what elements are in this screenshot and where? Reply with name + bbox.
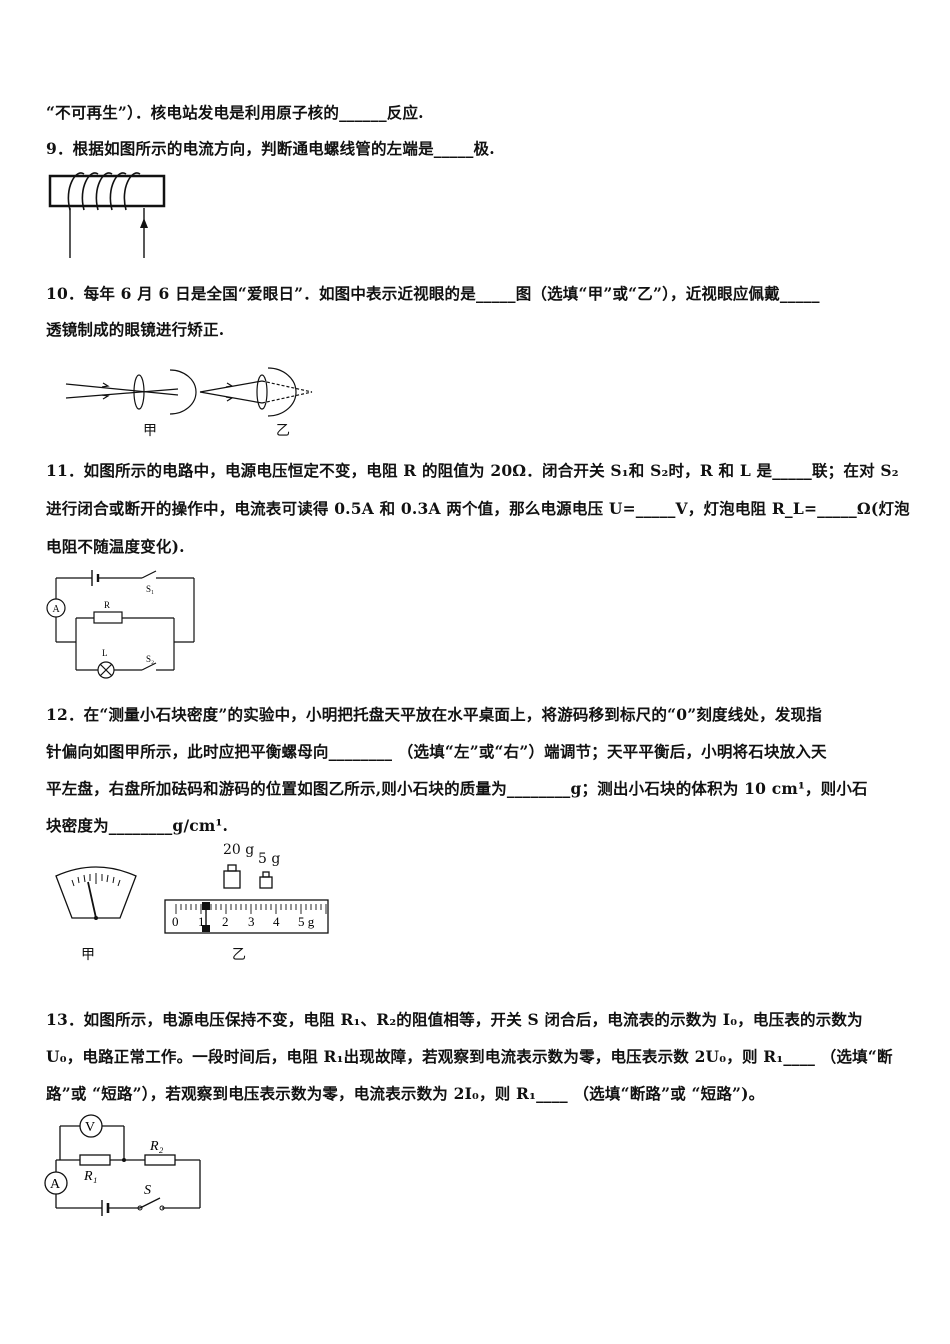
switch-s2 [141, 662, 157, 671]
weights-figure [223, 864, 273, 889]
q8-line-1: “不可再生”）．核电站发电是利用原子核的______反应. [46, 103, 424, 122]
voltmeter-label: V [85, 1120, 95, 1135]
weight-5g-body [259, 876, 273, 889]
slider-rider-top [202, 902, 210, 910]
q13-line-1: 13．如图所示，电源电压保持不变，电阻 R₁、R₂的阻值相等，开关 S 闭合后，… [46, 1010, 863, 1029]
r1-label: R₁ [83, 1169, 97, 1184]
switch-s2-label: S₂ [146, 654, 154, 664]
resistor-r [93, 611, 123, 624]
lamp-label: L [102, 648, 108, 658]
resistor-r1 [79, 1154, 111, 1166]
scale-tick-3: 3 [248, 914, 255, 929]
weight-20g-label: 20 g [223, 842, 255, 858]
q10-line-2: 透镜制成的眼镜进行矫正. [46, 320, 225, 339]
resistor-r2 [144, 1154, 176, 1166]
solenoid-coil [67, 172, 141, 211]
resistor-label: R [104, 600, 110, 610]
scale-tick-0: 0 [172, 914, 179, 929]
eye-diagram-jia [65, 369, 197, 415]
circuit-figure-q13: V A R₁ R₂ S [44, 1114, 201, 1216]
q12-line-3: 平左盘，右盘所加砝码和游码的位置如图乙所示,则小石块的质量为________g；… [46, 779, 868, 798]
ammeter-label: A [53, 604, 61, 615]
balance-pointer-figure [55, 866, 137, 920]
switch-s-label: S [144, 1183, 151, 1198]
slider-scale-figure: 0 1 2 3 4 5 g [164, 899, 329, 934]
circuit-figure-q11: A S₁ R L S₂ [46, 570, 195, 679]
switch-s1 [141, 570, 157, 579]
scale-tick-2: 2 [222, 914, 229, 929]
eye-diagram-yi [199, 367, 313, 417]
solenoid-core [48, 174, 166, 208]
slider-rider-bottom [202, 925, 210, 932]
switch-s [139, 1197, 161, 1209]
q13-line-2: U₀，电路正常工作。一段时间后，电阻 R₁出现故障，若观察到电流表示数为零，电压… [46, 1047, 893, 1066]
fig-label-yi-q12: 乙 [232, 947, 246, 963]
q11-line-3: 电阻不随温度变化). [46, 537, 185, 556]
q12-line-1: 12．在“测量小石块密度”的实验中，小明把托盘天平放在水平桌面上，将游码移到标尺… [46, 705, 822, 724]
current-direction-arrow-icon [140, 218, 148, 228]
q9-question-text: 9．根据如图所示的电流方向，判断通电螺线管的左端是_____极. [46, 139, 495, 158]
scale-tick-5g: 5 g [298, 914, 315, 929]
fig-label-jia: 甲 [143, 423, 157, 439]
q11-line-2: 进行闭合或断开的操作中，电流表可读得 0.5A 和 0.3A 两个值，那么电源电… [46, 499, 910, 518]
q13-line-3: 路”或 “短路”），若观察到电压表示数为零，电流表示数为 2I₀，则 R₁___… [46, 1084, 765, 1103]
weight-5g-knob [262, 871, 270, 878]
balance-pointer-needle [87, 881, 97, 919]
ammeter-label-q13: A [50, 1177, 61, 1192]
q12-line-2: 针偏向如图甲所示，此时应把平衡螺母向________ （选填“左”或“右”）端调… [46, 742, 827, 761]
scale-tick-4: 4 [273, 914, 280, 929]
scale-tick-1: 1 [198, 914, 205, 929]
weight-5g-label: 5 g [258, 851, 281, 867]
q10-line-1: 10．每年 6 月 6 日是全国“爱眼日”．如图中表示近视眼的是_____图（选… [46, 284, 820, 303]
eye-figures [65, 367, 313, 417]
q12-line-4: 块密度为________g/cm¹. [46, 816, 229, 835]
switch-s1-label: S₁ [146, 584, 154, 594]
weight-20g-body [223, 870, 241, 889]
r2-label: R₂ [149, 1139, 164, 1154]
scale-frame [164, 899, 329, 934]
fig-label-jia-q12: 甲 [81, 947, 95, 963]
q11-line-1: 11．如图所示的电路中，电源电压恒定不变，电阻 R 的阻值为 20Ω．闭合开关 … [46, 461, 899, 480]
weight-20g-knob [227, 864, 237, 872]
fig-label-yi: 乙 [276, 423, 290, 439]
solenoid-figure [48, 172, 166, 258]
